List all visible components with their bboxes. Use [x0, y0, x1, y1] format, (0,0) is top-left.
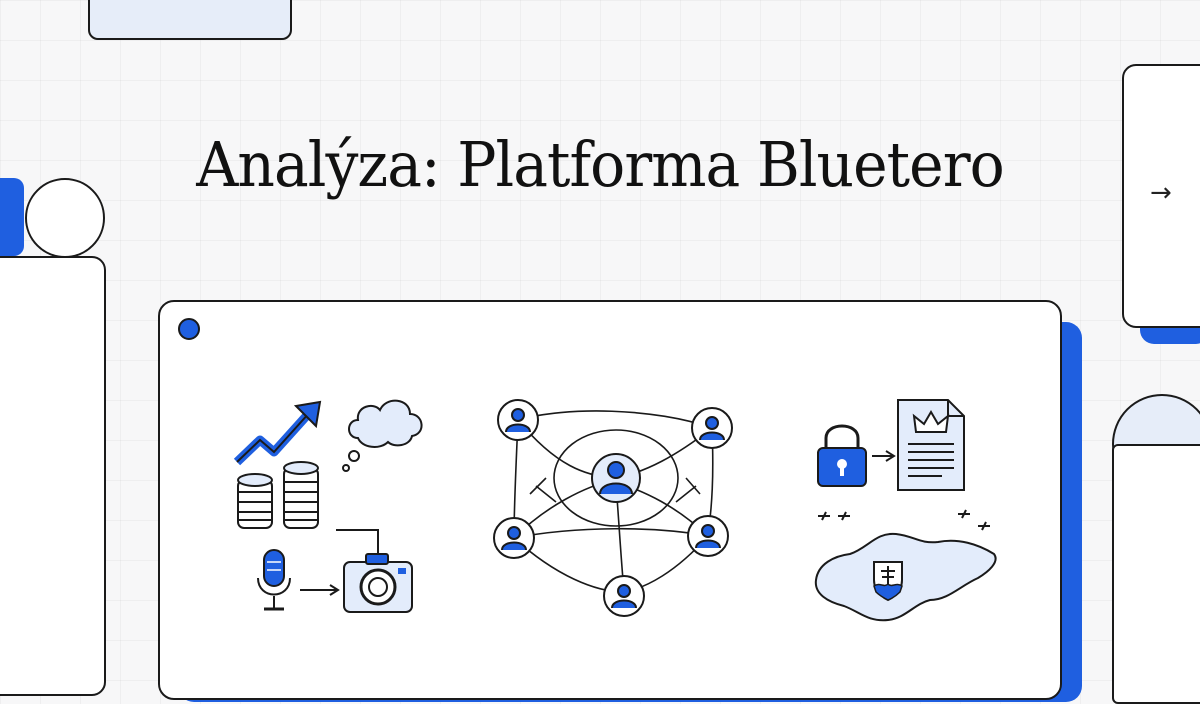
network-people-icon	[493, 399, 733, 617]
left-card	[0, 256, 106, 696]
arrow-right-icon[interactable]: →	[1150, 178, 1172, 208]
left-circle	[25, 178, 105, 258]
left-accent-block	[0, 178, 24, 256]
page-title: Analýza: Platforma Bluetero	[196, 128, 1005, 201]
card-dot	[178, 318, 200, 340]
royal-document-icon	[897, 399, 965, 491]
camera-icon	[336, 529, 413, 613]
trend-arrow-icon	[233, 400, 322, 466]
thought-cloud-icon	[342, 399, 423, 472]
next-card[interactable]	[1122, 64, 1200, 328]
slovakia-map-icon	[814, 509, 997, 622]
connector-arrow-icon	[300, 584, 340, 596]
top-card-fragment	[88, 0, 292, 40]
coin-stacks-icon	[237, 461, 319, 529]
padlock-icon	[817, 424, 867, 487]
connector-arrow-icon	[872, 450, 896, 462]
microphone-icon	[257, 549, 291, 611]
right-lower-card	[1112, 444, 1200, 704]
